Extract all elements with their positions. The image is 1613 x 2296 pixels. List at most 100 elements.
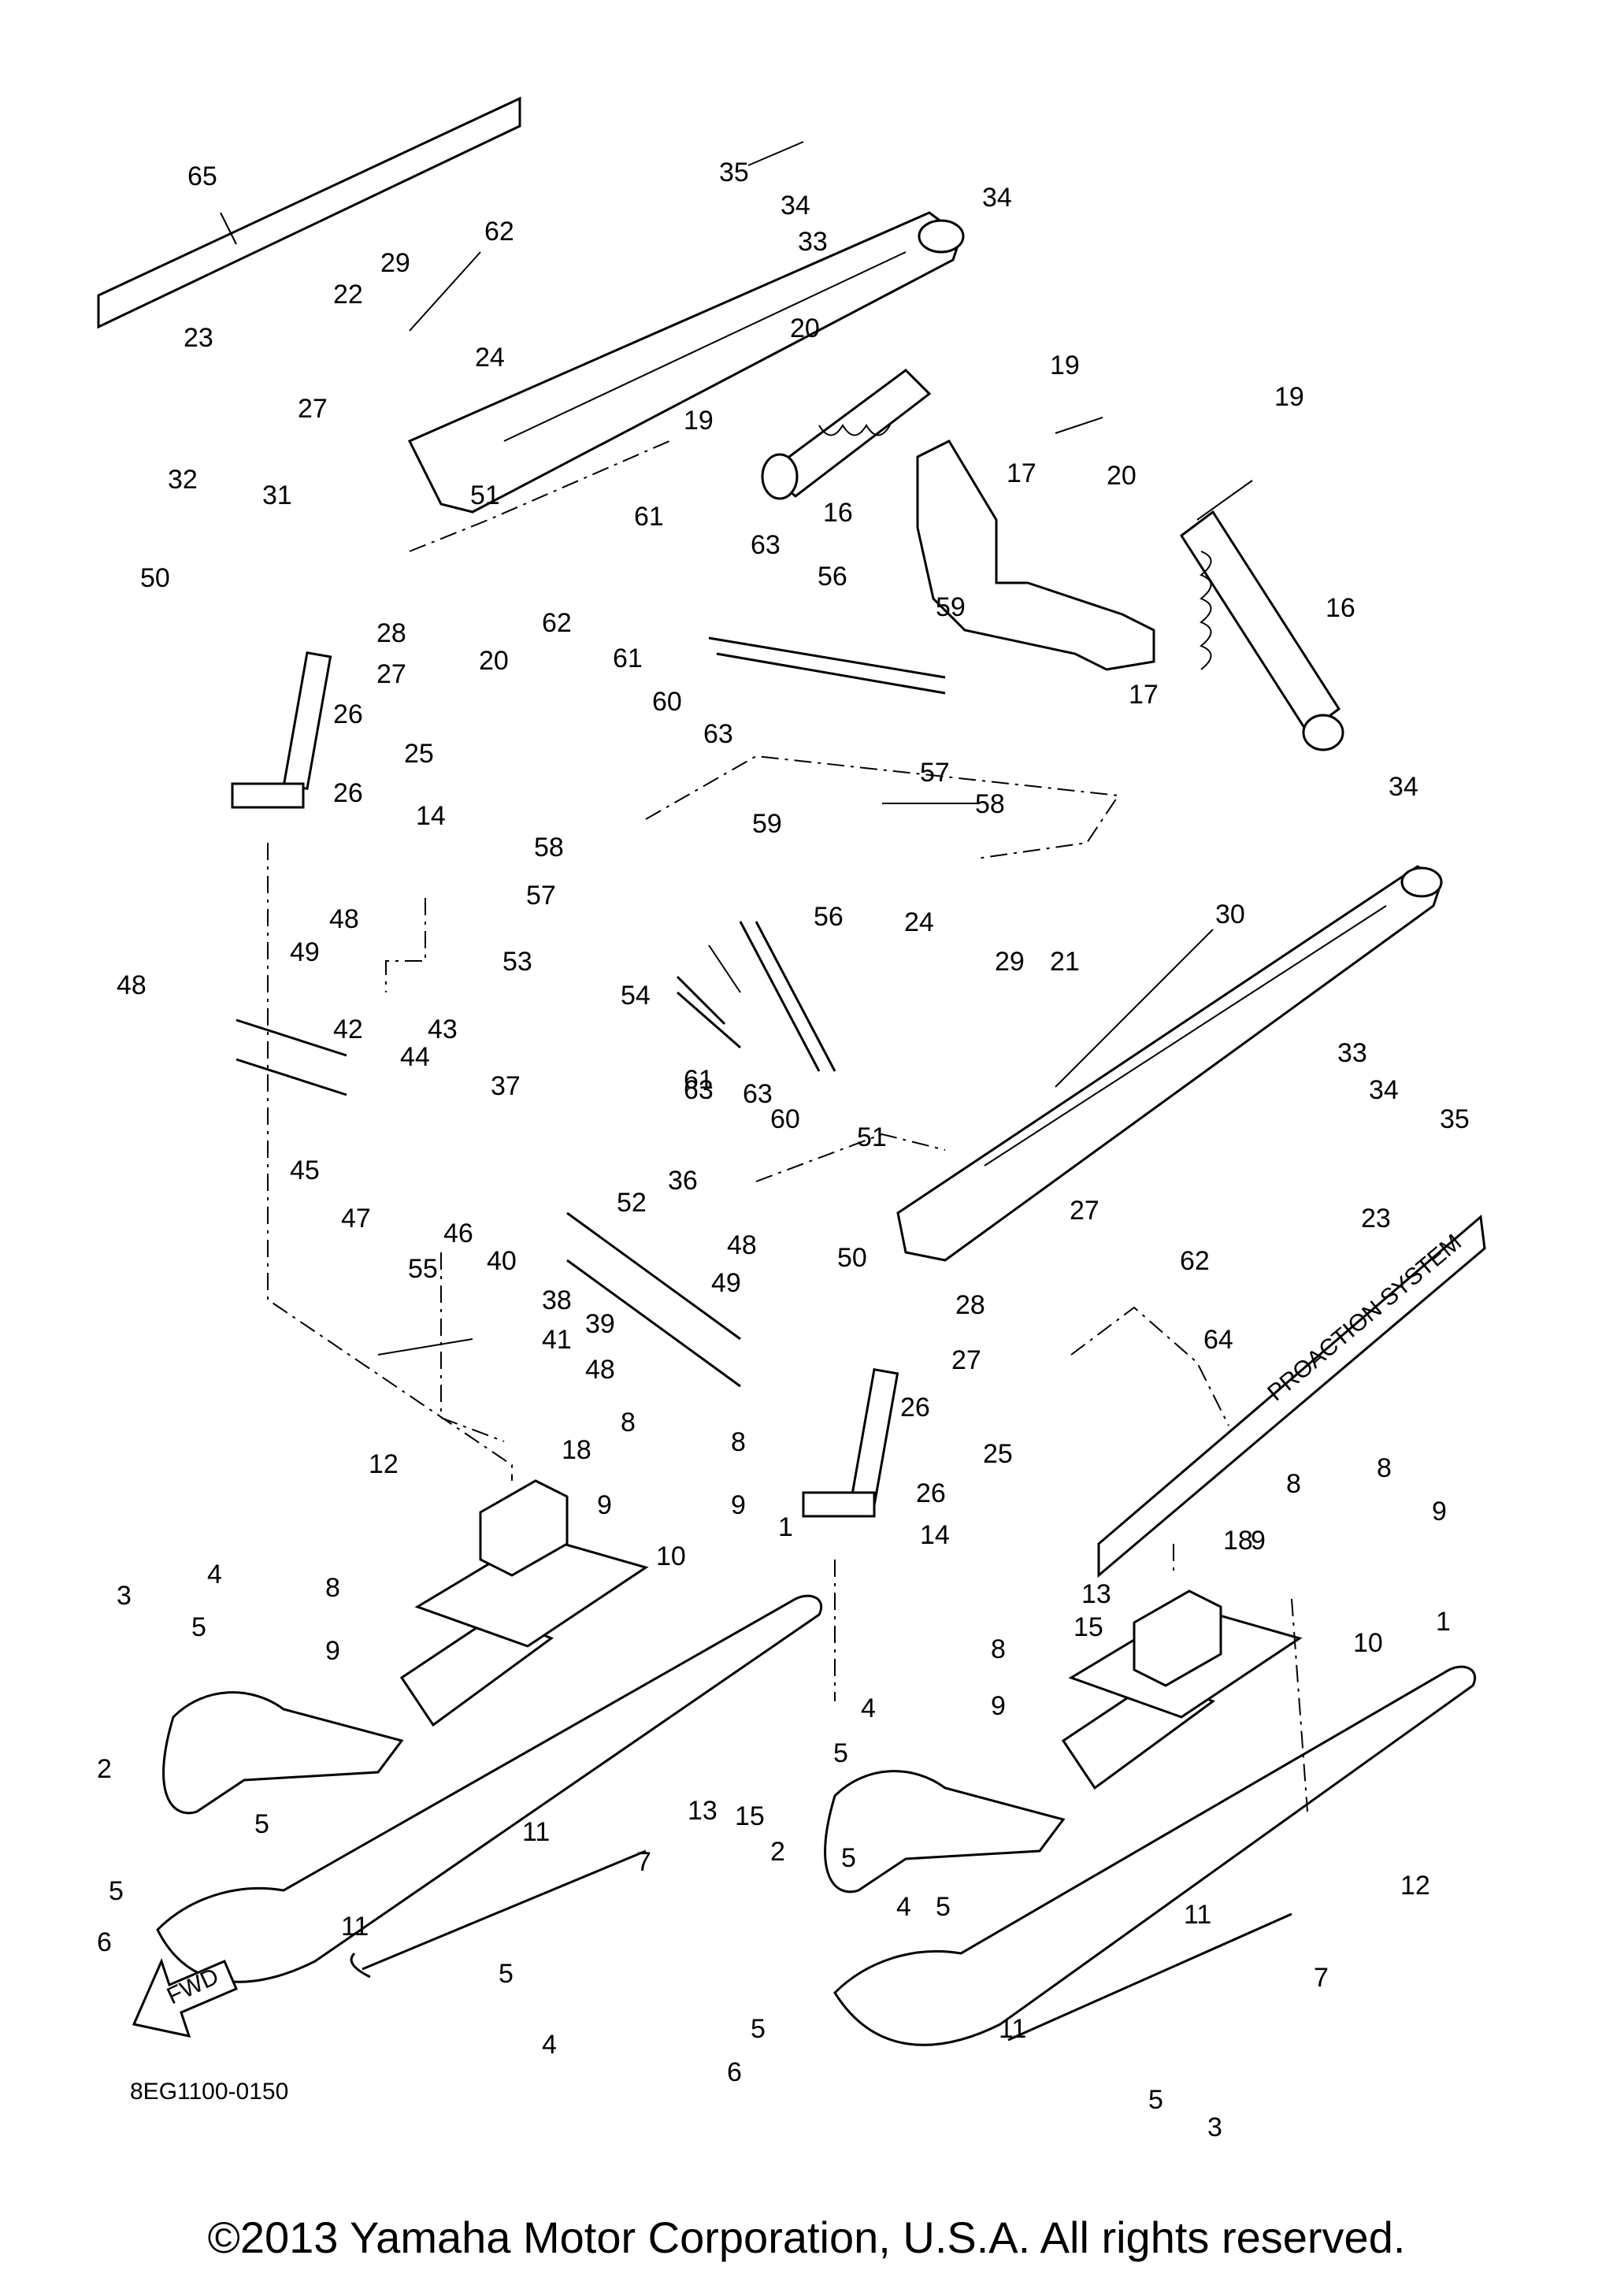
part-label: 57	[526, 881, 556, 911]
part-label: 1	[778, 1512, 793, 1542]
part-label: 33	[1337, 1038, 1367, 1068]
part-label: 50	[140, 563, 170, 593]
part-label: 41	[542, 1325, 572, 1355]
ski-left	[156, 1534, 823, 1983]
part-label: 52	[617, 1188, 647, 1218]
part-label: 26	[333, 778, 363, 808]
part-label: 2	[97, 1754, 112, 1784]
part-label: 4	[542, 2030, 557, 2060]
part-label: 4	[861, 1693, 876, 1723]
part-label: 8	[1286, 1469, 1301, 1499]
part-label: 45	[290, 1155, 320, 1185]
part-label: 13	[1081, 1579, 1111, 1609]
part-label: 56	[818, 562, 847, 592]
part-label: 17	[1007, 458, 1036, 488]
part-label: 10	[1353, 1628, 1383, 1658]
part-label: 5	[833, 1738, 848, 1768]
diagram-code: 8EG1100-0150	[130, 2079, 288, 2105]
part-label: 35	[719, 158, 749, 187]
part-label: 58	[534, 833, 564, 862]
leader-lines	[220, 141, 1253, 1356]
spindle-right	[802, 1367, 899, 1518]
copyright-notice: ©2013 Yamaha Motor Corporation, U.S.A. A…	[207, 2213, 1406, 2262]
part-label: 33	[798, 227, 828, 257]
part-label: 31	[262, 480, 292, 510]
part-label: 2	[770, 1837, 785, 1867]
part-label: 23	[184, 323, 213, 353]
part-label: 24	[475, 343, 505, 373]
part-label: 53	[502, 947, 532, 977]
part-label: 26	[333, 699, 363, 729]
tie-rod-56-lower	[739, 921, 836, 1072]
part-label: 4	[896, 1892, 911, 1922]
part-label: 5	[1148, 2085, 1163, 2115]
part-label: 5	[841, 1843, 856, 1873]
part-label: 43	[428, 1014, 458, 1044]
part-label: 22	[333, 280, 363, 310]
part-label: 27	[298, 394, 328, 424]
part-label: 32	[168, 465, 198, 495]
tie-rod-56-upper	[708, 636, 946, 695]
part-label: 63	[684, 1075, 714, 1105]
part-label: 26	[900, 1393, 930, 1422]
part-label: 25	[404, 739, 434, 769]
part-label: 60	[652, 687, 682, 717]
part-label: 16	[823, 498, 853, 528]
part-label: 11	[522, 1817, 550, 1847]
part-label: 63	[743, 1079, 773, 1109]
part-label: 46	[443, 1218, 473, 1248]
shock-absorber-left	[761, 369, 932, 500]
part-label: 51	[857, 1122, 887, 1152]
part-label: 40	[487, 1246, 517, 1276]
part-label: 49	[290, 937, 320, 967]
lower-rail-arm-30	[896, 865, 1443, 1262]
alignment-lines	[267, 440, 1308, 1812]
part-label: 5	[191, 1612, 206, 1642]
part-label: 63	[751, 530, 781, 560]
part-label: 13	[688, 1796, 718, 1826]
part-label: 58	[975, 789, 1005, 819]
part-label: 48	[117, 970, 146, 1000]
part-label: 5	[109, 1876, 124, 1906]
radius-rods	[235, 975, 741, 1388]
spindle-left	[231, 651, 332, 809]
part-label: 18	[1223, 1526, 1253, 1556]
part-label: 36	[668, 1166, 698, 1196]
part-label: 49	[711, 1268, 741, 1298]
part-label: 8	[991, 1634, 1006, 1664]
part-label: 30	[1215, 899, 1245, 929]
part-label: 8	[325, 1573, 340, 1603]
part-label: 5	[499, 1959, 514, 1989]
part-label: 19	[1050, 351, 1080, 380]
part-label: 17	[1129, 680, 1159, 710]
part-label: 56	[814, 902, 844, 932]
part-label: 9	[731, 1490, 746, 1520]
part-label: 65	[187, 161, 217, 191]
part-label: 7	[636, 1847, 651, 1877]
part-label: 10	[656, 1541, 686, 1571]
part-label: 8	[621, 1408, 636, 1437]
part-label: 15	[1073, 1612, 1103, 1642]
part-label: 1	[1436, 1607, 1451, 1637]
part-label: 34	[1389, 772, 1418, 802]
part-label: 62	[542, 608, 572, 638]
part-label: 61	[684, 1065, 714, 1095]
upper-rail-arm	[407, 211, 965, 514]
part-label: 24	[904, 907, 934, 937]
shock-absorber-right	[1179, 510, 1344, 751]
part-number-labels: 65 62 35 34 34 33 29 22 24 23 27 20 19 1…	[97, 158, 1470, 2142]
part-label: 3	[117, 1581, 132, 1611]
part-label: 60	[770, 1104, 800, 1134]
part-label: 5	[254, 1809, 269, 1839]
part-label: 7	[1314, 1963, 1329, 1993]
part-label: 34	[781, 191, 810, 221]
part-label: 62	[1180, 1246, 1210, 1276]
part-label: 55	[408, 1254, 438, 1284]
part-label: 28	[376, 618, 406, 648]
part-label: 20	[790, 313, 820, 343]
part-label: 39	[585, 1309, 615, 1339]
part-label: 54	[621, 981, 651, 1011]
part-label: 59	[752, 809, 782, 839]
part-label: 23	[1361, 1204, 1391, 1233]
